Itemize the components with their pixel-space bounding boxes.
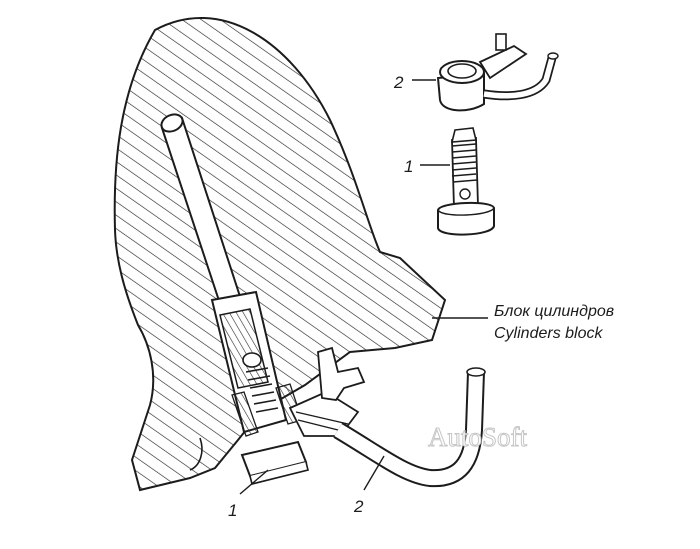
- detail-bolt: [437, 127, 495, 236]
- leader-part1-assembly: [239, 469, 269, 495]
- label-part2-detail: 2: [393, 73, 404, 92]
- detail-banjo: [436, 33, 559, 112]
- oil-channel-end: [160, 113, 184, 133]
- callout-cylinders-block-en: Cylinders block: [494, 325, 603, 342]
- valve-assembly: [210, 290, 303, 437]
- label-part1-detail: 1: [404, 157, 413, 176]
- label-part1-assembly: 1: [228, 501, 237, 520]
- callout-cylinders-block-ru: Блок цилиндров: [494, 303, 614, 320]
- leader-part2-assembly: [363, 455, 385, 491]
- tube-end: [466, 367, 486, 377]
- watermark: AutoSoft: [428, 422, 528, 452]
- label-part2-assembly: 2: [353, 497, 364, 516]
- cylinder-block: [113, 17, 447, 492]
- block-notch: [189, 437, 203, 471]
- bracket: [317, 346, 366, 401]
